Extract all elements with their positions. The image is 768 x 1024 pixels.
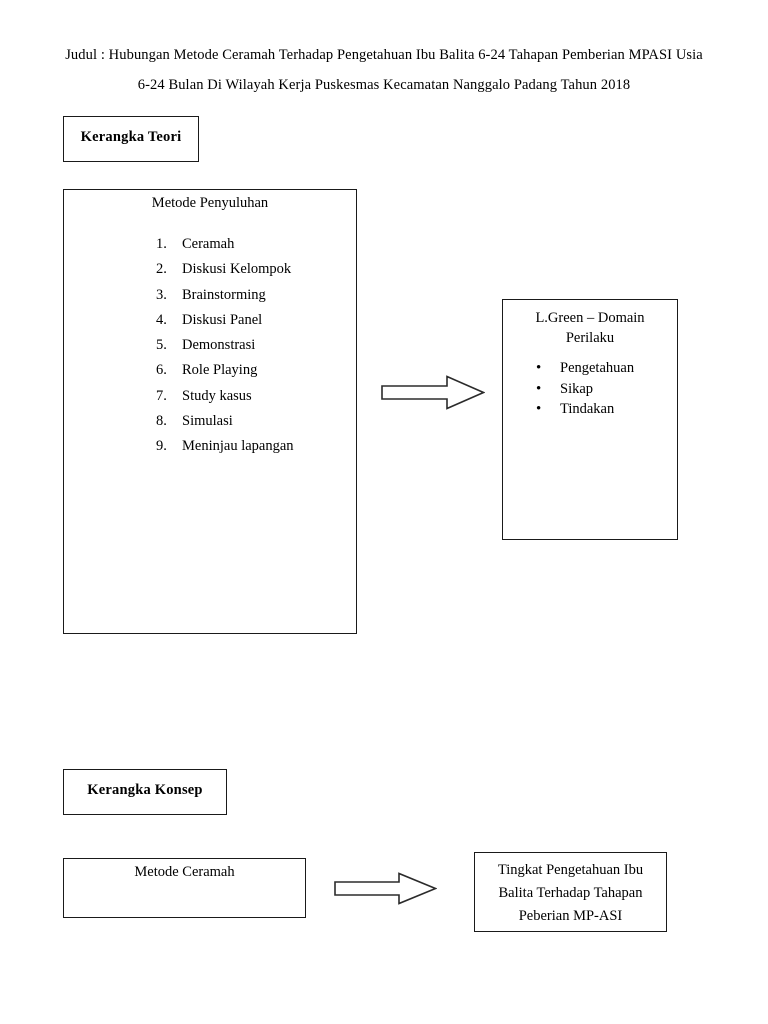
list-item-number: 3.	[156, 286, 167, 303]
page-title-line-2: 6-24 Bulan Di Wilayah Kerja Puskesmas Ke…	[137, 77, 631, 93]
list-item-label: Ceramah	[182, 236, 235, 252]
list-item-label: Meninjau lapangan	[182, 438, 294, 455]
lgreen-heading-line-2: Perilaku	[565, 330, 615, 346]
list-item-number: 7.	[156, 387, 167, 404]
kerangka-teori-label: Kerangka Teori	[80, 129, 182, 145]
right-arrow-icon-concept	[334, 872, 437, 905]
metode-penyuluhan-box: Metode Penyuluhan 1. Ceramah 2. Diskusi …	[63, 189, 357, 634]
tingkat-pengetahuan-line-2: Balita Terhadap Tahapan	[498, 885, 643, 901]
list-item: • Pengetahuan	[503, 358, 677, 379]
list-item: 6. Role Playing	[64, 358, 356, 383]
list-item-number: 2.	[156, 261, 167, 278]
list-item-number: 8.	[156, 413, 167, 430]
list-item-label: Demonstrasi	[182, 337, 256, 354]
list-item: • Sikap	[503, 379, 677, 400]
list-item: 1. Ceramah	[64, 232, 356, 257]
lgreen-bullet-list: • Pengetahuan • Sikap • Tindakan	[503, 358, 677, 420]
list-item-label: Simulasi	[182, 413, 233, 430]
kerangka-konsep-label: Kerangka Konsep	[87, 782, 203, 798]
page-title: Judul : Hubungan Metode Ceramah Terhadap…	[44, 40, 724, 100]
list-item-number: 9.	[156, 438, 167, 455]
list-item-label: Diskusi Kelompok	[182, 261, 292, 278]
list-item-number: 4.	[156, 311, 167, 328]
kerangka-teori-label-box: Kerangka Teori	[63, 116, 199, 162]
bullet-icon: •	[536, 360, 542, 376]
list-item: 3. Brainstorming	[64, 283, 356, 308]
list-item-number: 6.	[156, 362, 167, 379]
list-item-label: Diskusi Panel	[182, 311, 263, 328]
list-item: 2. Diskusi Kelompok	[64, 257, 356, 282]
bullet-icon: •	[536, 380, 542, 397]
page-title-line-1: Judul : Hubungan Metode Ceramah Terhadap…	[65, 47, 703, 63]
list-item-number: 1.	[156, 236, 167, 252]
list-item-label: Brainstorming	[182, 286, 266, 303]
list-item-label: Tindakan	[560, 401, 615, 417]
lgreen-heading-line-1: L.Green – Domain	[535, 310, 645, 326]
list-item-number: 5.	[156, 337, 167, 354]
right-arrow-glyph	[334, 872, 437, 905]
metode-ceramah-heading: Metode Ceramah	[134, 864, 235, 880]
list-item: 7. Study kasus	[64, 384, 356, 409]
lgreen-heading: L.Green – Domain Perilaku	[511, 308, 669, 348]
list-item: 8. Simulasi	[64, 409, 356, 434]
list-item: • Tindakan	[503, 399, 677, 420]
tingkat-pengetahuan-line-3: Peberian MP-ASI	[518, 908, 623, 924]
list-item: 4. Diskusi Panel	[64, 308, 356, 333]
metode-penyuluhan-heading: Metode Penyuluhan	[151, 195, 269, 211]
right-arrow-icon-theory	[381, 375, 485, 410]
list-item: 9. Meninjau lapangan	[64, 434, 356, 459]
list-item-label: Pengetahuan	[560, 360, 635, 376]
list-item: 5. Demonstrasi	[64, 333, 356, 358]
tingkat-pengetahuan-heading: Tingkat Pengetahuan Ibu Balita Terhadap …	[481, 859, 660, 928]
metode-ceramah-box: Metode Ceramah	[63, 858, 306, 918]
kerangka-konsep-label-box: Kerangka Konsep	[63, 769, 227, 815]
list-item-label: Role Playing	[182, 362, 258, 379]
list-item-label: Study kasus	[182, 387, 252, 404]
tingkat-pengetahuan-box: Tingkat Pengetahuan Ibu Balita Terhadap …	[474, 852, 667, 932]
bullet-icon: •	[536, 401, 542, 417]
lgreen-domain-perilaku-box: L.Green – Domain Perilaku • Pengetahuan …	[502, 299, 678, 540]
list-item-label: Sikap	[560, 380, 594, 397]
right-arrow-glyph	[381, 375, 485, 410]
metode-penyuluhan-list: 1. Ceramah 2. Diskusi Kelompok 3. Brains…	[64, 232, 356, 460]
tingkat-pengetahuan-line-1: Tingkat Pengetahuan Ibu	[497, 862, 644, 878]
